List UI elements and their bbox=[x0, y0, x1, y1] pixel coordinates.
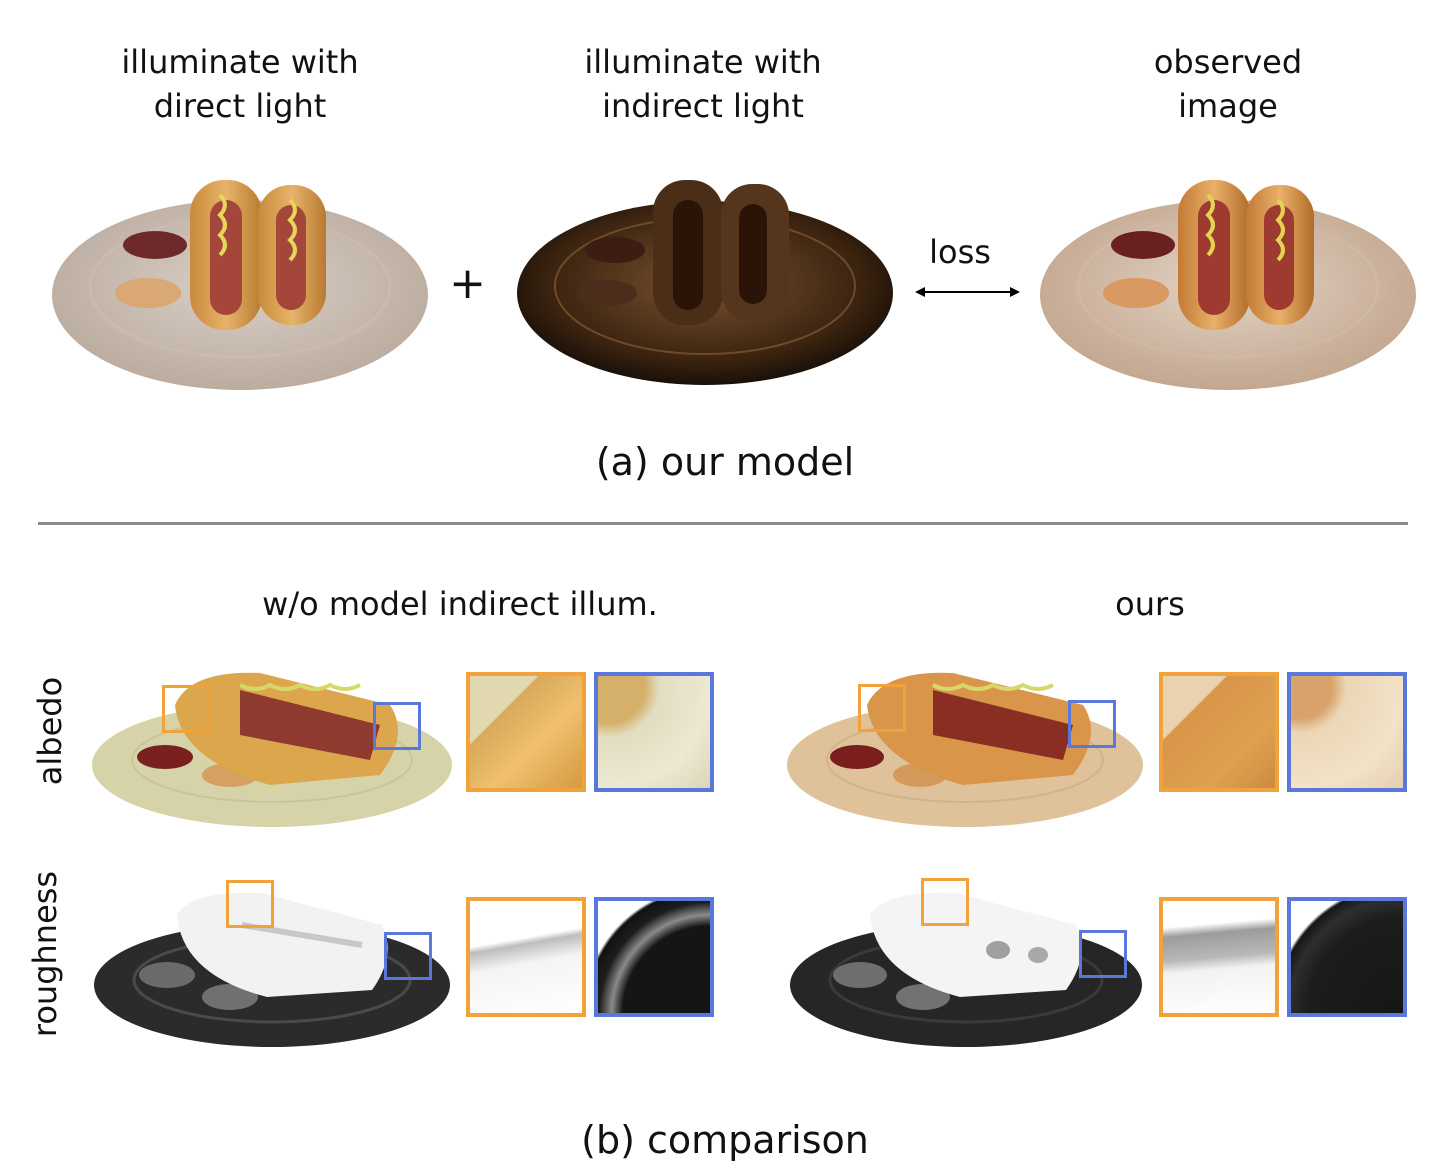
albedo-baseline-render bbox=[92, 672, 452, 827]
roughness-baseline-blue-box bbox=[384, 932, 432, 980]
albedo-ours-orange-inset bbox=[1159, 672, 1279, 792]
caption-comparison: (b) comparison bbox=[581, 1118, 869, 1162]
roughness-ours-orange-box bbox=[921, 878, 969, 926]
section-divider bbox=[38, 522, 1408, 525]
albedo-baseline-orange-box bbox=[162, 685, 210, 733]
albedo-ours-blue-box bbox=[1068, 700, 1116, 748]
row-label-albedo: albedo bbox=[31, 676, 69, 786]
albedo-baseline-blue-inset bbox=[594, 672, 714, 792]
albedo-ours-blue-inset bbox=[1287, 672, 1407, 792]
albedo-baseline-blue-box bbox=[373, 702, 421, 750]
albedo-ours-render bbox=[787, 672, 1143, 827]
roughness-baseline-render bbox=[94, 892, 450, 1047]
loss-label: loss bbox=[929, 233, 991, 271]
roughness-ours-blue-box bbox=[1079, 930, 1127, 978]
caption-our-model: (a) our model bbox=[595, 440, 855, 484]
render-direct-light bbox=[52, 180, 428, 390]
column-label-ours: ours bbox=[1115, 585, 1185, 623]
plus-sign: + bbox=[449, 258, 486, 309]
roughness-ours-orange-inset bbox=[1159, 897, 1279, 1017]
row-label-roughness: roughness bbox=[26, 870, 64, 1038]
label-direct-light: illuminate with direct light bbox=[121, 43, 359, 125]
roughness-baseline-orange-box bbox=[226, 880, 274, 928]
column-label-baseline: w/o model indirect illum. bbox=[262, 585, 658, 623]
render-indirect-light bbox=[517, 180, 893, 385]
label-observed-image: observed image bbox=[1153, 43, 1303, 125]
roughness-ours-blue-inset bbox=[1287, 897, 1407, 1017]
roughness-baseline-blue-inset bbox=[594, 897, 714, 1017]
albedo-baseline-orange-inset bbox=[466, 672, 586, 792]
render-observed-image bbox=[1040, 180, 1416, 390]
label-indirect-light: illuminate with indirect light bbox=[584, 43, 822, 125]
roughness-baseline-orange-inset bbox=[466, 897, 586, 1017]
albedo-ours-orange-box bbox=[858, 684, 906, 732]
double-arrow-icon bbox=[915, 287, 1020, 297]
